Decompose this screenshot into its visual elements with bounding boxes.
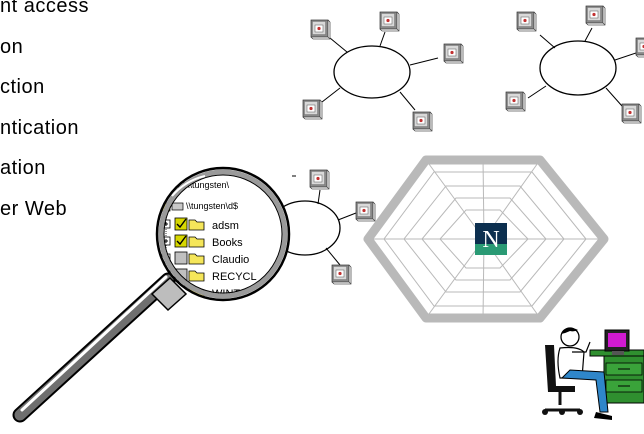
magnifier-lens: \\tungsten\ \\tungsten\d$ adsm [155,166,291,302]
bullet-item: er Web [0,197,68,220]
tree-item-folder: Books [161,234,243,249]
server-icon [379,11,400,32]
server-icon [309,169,330,190]
user-at-desk [542,327,644,420]
drive-label: \\tungsten\ [187,180,230,190]
server-icon [302,99,323,120]
bullet-item: nt access [0,0,89,17]
server-icon [585,5,606,26]
server-icon [355,201,376,222]
server-icon [621,103,642,124]
bullet-item: ntication [0,116,79,139]
magnifier-handle [12,272,188,423]
server-icon [331,264,352,285]
server-icon [310,19,331,40]
bullet-item: on [0,35,24,58]
folder-label: Books [212,237,243,249]
folder-label: Claudio [212,254,249,266]
server-icon [443,43,464,64]
bullet-item: ation [0,157,46,179]
server-icon [505,91,526,112]
server-icon [412,111,433,132]
browser-logo-letter: N [482,227,499,253]
server-icon [516,11,537,32]
network-cluster [505,5,644,124]
browser-logo: N [475,223,507,255]
drive-label: \\tungsten\d$ [186,201,238,211]
server-icon [635,37,644,58]
network-cluster [302,11,464,132]
folder-label: RECYCL [212,271,257,283]
bullet-list: nt access on ction ntication ation er We… [0,0,89,229]
folder-label: adsm [212,220,239,232]
bullet-item: ction [0,76,45,98]
